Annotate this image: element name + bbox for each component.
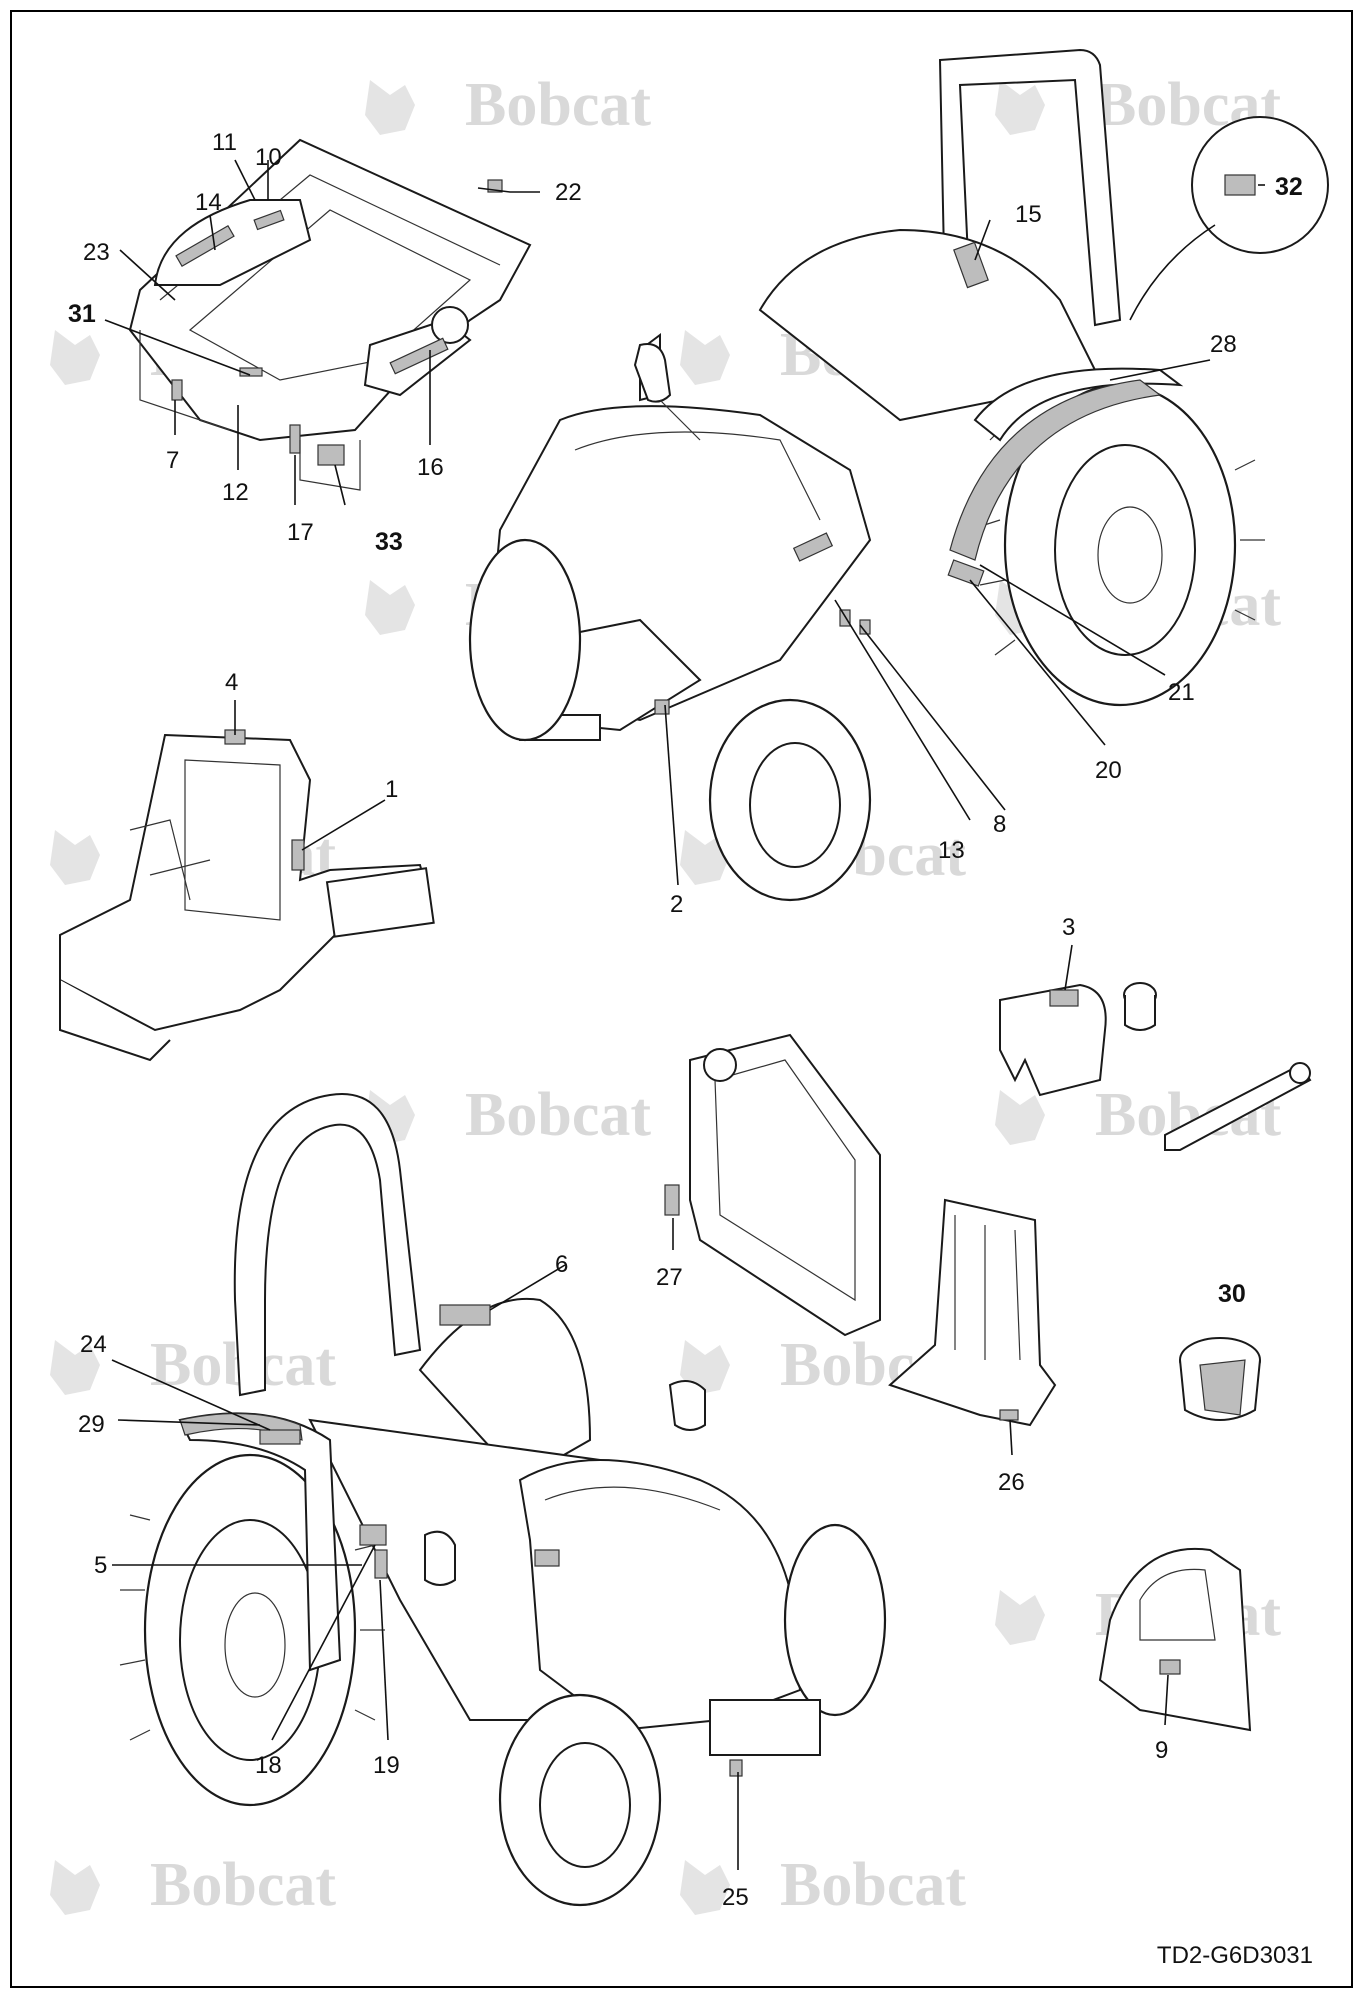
callout-6: 6 — [555, 1251, 568, 1278]
callout-22: 22 — [555, 179, 582, 206]
cover-part-3 — [999, 982, 1157, 1097]
watermark-text: Bobcat — [780, 1851, 966, 1919]
callout-23: 23 — [83, 239, 110, 266]
callout-2: 2 — [670, 891, 683, 918]
callout-17: 17 — [287, 519, 314, 546]
floor-platform-assembly — [128, 138, 532, 491]
filter-part-30 — [1179, 1337, 1261, 1421]
watermark-text: Bobcat — [150, 1851, 336, 1919]
tractor-rear-view — [468, 48, 1265, 902]
callout-32: 32 — [1275, 173, 1303, 201]
callout-12: 12 — [222, 479, 249, 506]
watermark: Bobcat — [365, 71, 651, 139]
callout-5: 5 — [94, 1552, 107, 1579]
watermark: Bobcat — [50, 1851, 336, 1919]
callout-16: 16 — [417, 454, 444, 481]
callout-10: 10 — [255, 144, 282, 171]
callout-labels: 22 11 10 14 23 31 7 12 17 33 16 15 32 28… — [68, 129, 1303, 1911]
figure-reference-code: TD2-G6D3031 — [1156, 1942, 1313, 1969]
callout-7: 7 — [166, 447, 179, 474]
bracket-bar — [1164, 1062, 1312, 1151]
leader-lines — [104, 159, 1265, 1870]
callout-15: 15 — [1015, 201, 1042, 228]
callout-3: 3 — [1062, 914, 1075, 941]
tractor-front-view — [119, 1092, 887, 1907]
watermark: Bobcat — [680, 1851, 966, 1919]
watermark-text: Bobcat — [465, 71, 651, 139]
callout-25: 25 — [722, 1884, 749, 1911]
callout-21: 21 — [1168, 679, 1195, 706]
callout-9: 9 — [1155, 1737, 1168, 1764]
callout-31: 31 — [68, 300, 96, 328]
callout-20: 20 — [1095, 757, 1122, 784]
callout-29: 29 — [78, 1411, 105, 1438]
callout-19: 19 — [373, 1752, 400, 1779]
diagram-border — [10, 10, 1353, 1988]
watermark-text: Bobcat — [465, 1081, 651, 1149]
callout-33: 33 — [375, 528, 403, 556]
callout-26: 26 — [998, 1469, 1025, 1496]
decal-32-swatch — [1224, 174, 1256, 196]
callout-24: 24 — [80, 1331, 107, 1358]
callout-14: 14 — [195, 189, 222, 216]
watermark: Bobcat — [365, 1081, 651, 1149]
fan-shroud-assembly — [664, 1033, 881, 1337]
frame-part-26 — [888, 1198, 1057, 1427]
callout-18: 18 — [255, 1752, 282, 1779]
callout-30: 30 — [1218, 1280, 1246, 1308]
callout-11: 11 — [212, 129, 237, 156]
callout-8: 8 — [993, 811, 1006, 838]
callout-4: 4 — [225, 669, 238, 696]
dashboard-part-9 — [1098, 1547, 1252, 1732]
callout-27: 27 — [656, 1264, 683, 1291]
callout-28: 28 — [1210, 331, 1237, 358]
radiator-frame-assembly — [59, 729, 435, 1062]
callout-1: 1 — [385, 776, 398, 803]
callout-13: 13 — [938, 837, 965, 864]
